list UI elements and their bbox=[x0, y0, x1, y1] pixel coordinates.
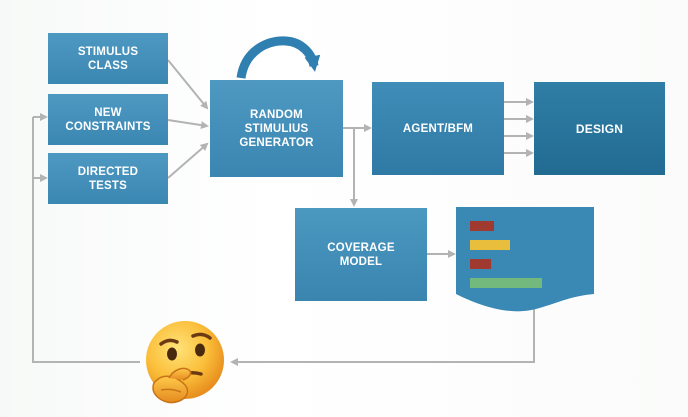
coverage-report-icon bbox=[456, 207, 594, 312]
generator-label: RANDOM STIMULIUS GENERATOR bbox=[239, 108, 314, 149]
stimulus-class-box: STIMULUS CLASS bbox=[48, 33, 168, 84]
report-bar bbox=[470, 278, 542, 288]
feedback-return-line bbox=[32, 117, 140, 363]
design-box: DESIGN bbox=[534, 82, 665, 175]
directed-tests-label: DIRECTED TESTS bbox=[77, 165, 139, 192]
new-constraints-box: NEW CONSTRAINTS bbox=[48, 94, 168, 145]
coverage-model-label: COVERAGE MODEL bbox=[327, 241, 395, 268]
arrow-directed-to-generator bbox=[167, 142, 209, 179]
report-bar bbox=[470, 259, 491, 269]
curved-loop-arrow-icon bbox=[236, 36, 321, 79]
arrow-report-to-feedback bbox=[230, 300, 535, 366]
random-stimulus-generator-box: RANDOM STIMULIUS GENERATOR bbox=[210, 80, 343, 177]
coverage-model-box: COVERAGE MODEL bbox=[295, 208, 427, 301]
report-bars bbox=[470, 221, 542, 288]
arrow-stimulus-to-generator bbox=[167, 59, 209, 110]
directed-tests-box: DIRECTED TESTS bbox=[48, 153, 168, 204]
new-constraints-label: NEW CONSTRAINTS bbox=[65, 106, 151, 133]
agent-bfm-box: AGENT/BFM bbox=[372, 82, 504, 175]
design-label: DESIGN bbox=[575, 121, 624, 136]
report-bar bbox=[470, 221, 494, 231]
agent-label: AGENT/BFM bbox=[402, 122, 474, 135]
stimulus-class-label: STIMULUS CLASS bbox=[77, 45, 139, 72]
arrow-constraints-to-generator bbox=[167, 119, 209, 130]
thinking-face-icon bbox=[146, 321, 224, 404]
report-bar bbox=[470, 240, 510, 250]
